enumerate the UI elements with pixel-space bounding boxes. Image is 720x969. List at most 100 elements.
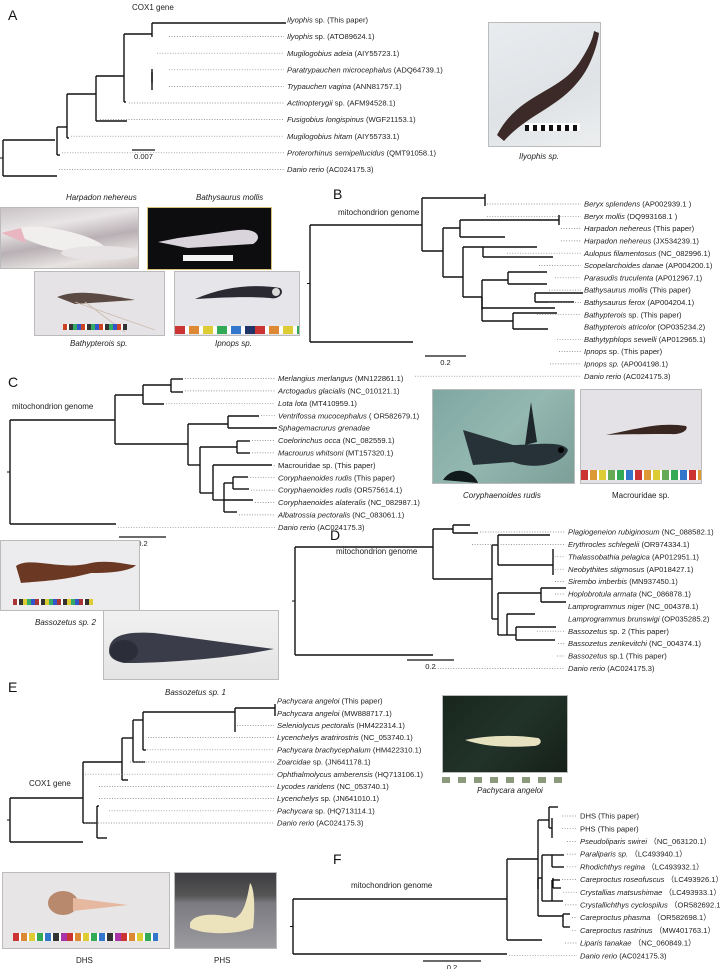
panel-label-f: F — [333, 851, 342, 867]
leaf-label: Harpadon nehereus (JX534239.1) — [584, 237, 699, 246]
leaf-label: Macrouridae sp. (This paper) — [278, 461, 376, 470]
leaf-label: Pachycara sp. (HQ713114.1) — [277, 806, 375, 815]
photo-ipnops — [174, 271, 300, 336]
tree-d-title: mitochondrion genome — [336, 547, 418, 556]
leaf-label: Trypauchen vagina (ANN81757.1) — [287, 82, 402, 91]
leaf-label: DHS (This paper) — [580, 812, 640, 821]
leaf-label: Bathypterois atricolor (OP035234.2) — [584, 323, 706, 332]
photo-harpadon — [0, 207, 139, 269]
caption-macrouridae: Macrouridae sp. — [612, 491, 670, 500]
leaf-label: Bassozetus sp.1 (This paper) — [568, 652, 667, 661]
leaf-label: Bathypterois sp. (This paper) — [584, 310, 682, 319]
leaf-label: Ventrifossa mucocephalus ( OR582679.1) — [278, 411, 420, 420]
leaf-label: Lota lota (MT410959.1) — [278, 399, 357, 408]
leaf-label: Liparis tanakae （NC_060849.1） — [580, 939, 696, 948]
leaf-label: Mugilogobius adeia (AIY55723.1) — [287, 49, 400, 58]
leaf-label: Lamprogrammus brunswigi (OP035285.2) — [568, 614, 710, 623]
leaf-label: Ilyophis sp. (ATO89624.1) — [287, 32, 375, 41]
scale-bar-label: 0.2 — [137, 539, 148, 548]
leaf-label: Lycenchelys aratrirostris (NC_053740.1) — [277, 733, 413, 742]
leaf-label: Careproctus phasma （OR582698.1） — [580, 913, 711, 922]
leaf-label: Ophthalmolycus amberensis (HQ713106.1) — [277, 770, 424, 779]
tree-e-title: COX1 gene — [29, 779, 71, 788]
leaf-label: Beryx splendens (AP002939.1 ) — [584, 200, 692, 209]
leaf-label: Ipnops sp. (This paper) — [584, 347, 663, 356]
leaf-label: Fusigobius longispinus (WGF21153.1) — [287, 115, 416, 124]
panel-label-b: B — [333, 186, 343, 202]
leaf-label: Pachycara brachycephalum (HM422310.1) — [277, 745, 422, 754]
leaf-label: Pseudoliparis swirei （NC_063120.1） — [580, 837, 711, 846]
caption-bathysaurus: Bathysaurus mollis — [196, 193, 264, 202]
leaf-label: Coelorinchus occa (NC_082559.1) — [278, 436, 395, 445]
photo-coryphaenoides — [432, 389, 575, 484]
leaf-label: Coryphaenoides alateralis (NC_082987.1) — [278, 498, 420, 507]
scale-bar-label: 0.2 — [447, 963, 458, 969]
caption-bathypterois: Bathypterois sp. — [70, 339, 128, 348]
leaf-label: Ilyophis sp. (This paper) — [287, 16, 369, 25]
leaf-label: Seleniolycus pectoralis (HM422314.1) — [277, 721, 405, 730]
tree-b: Beryx splendens (AP002939.1 ) Beryx molli… — [307, 194, 713, 381]
panel-label-d: D — [330, 527, 341, 543]
leaf-label: Sirembo imberbis (MN937450.1) — [568, 577, 678, 586]
leaf-label: Crystallichthys cyclospilus （OR582692.1） — [580, 901, 720, 910]
caption-phs: PHS — [214, 956, 231, 965]
leaf-label: Actinopterygii sp. (AFM94528.1) — [286, 99, 396, 108]
leaf-label: PHS (This paper) — [580, 824, 639, 833]
caption-dhs: DHS — [76, 956, 93, 965]
leaf-label: Aulopus filamentosus (NC_082996.1) — [583, 249, 711, 258]
leaf-label: Rhodichthys regina （LC493932.1） — [580, 862, 704, 871]
photo-bassozetus-2 — [0, 540, 140, 611]
scale-bar-label: 0.2 — [425, 662, 436, 671]
leaf-label: Paratrypauchen microcephalus (ADQ64739.1… — [287, 65, 443, 74]
photo-bathypterois — [34, 271, 165, 336]
leaf-label: Coryphaenoides rudis (OR575614.1) — [278, 486, 403, 495]
panel-label-c: C — [8, 374, 19, 390]
leaf-label: Coryphaenoides rudis (This paper) — [278, 473, 395, 482]
panel-label-e: E — [8, 679, 18, 695]
tree-f: DHS (This paper) PHS (This paper) Pseudoli… — [290, 806, 720, 969]
leaf-label: Danio rerio (AC024175.3) — [287, 165, 374, 174]
leaf-label: Bathysaurus ferox (AP004204.1) — [584, 298, 695, 307]
leaf-label: Danio rerio (AC024175.3) — [580, 951, 667, 960]
caption-bassozetus-1: Bassozetus sp. 1 — [165, 688, 226, 697]
leaf-label: Arctogadus glacialis (NC_010121.1) — [277, 387, 400, 396]
caption-pachycara: Pachycara angeloi — [477, 786, 543, 795]
photo-bassozetus-1 — [103, 610, 279, 680]
photo-phs — [174, 872, 277, 949]
leaf-label: Sphagemacrurus grenadae — [278, 424, 370, 433]
photo-bathysaurus — [147, 207, 272, 270]
tree-c-title: mitochondrion genome — [12, 402, 94, 411]
leaf-label: Beryx mollis (DQ993168.1 ) — [584, 212, 678, 221]
leaf-label: Proterorhinus semipellucidus (QMT91058.1… — [287, 148, 436, 157]
leaf-label: Paraliparis sp. （LC493940.1） — [580, 850, 687, 859]
leaf-label: Harpadon nehereus (This paper) — [584, 224, 695, 233]
photo-macrouridae — [580, 389, 702, 484]
leaf-label: Scopelarchoides danae (AP004200.1) — [584, 261, 713, 270]
leaf-label: Crystallias matsushimae （LC493933.1） — [580, 888, 720, 897]
leaf-label: Careproctus rastrinus （MW401763.1） — [580, 926, 715, 935]
leaf-label: Parasudis truculenta (AP012967.1) — [584, 273, 703, 282]
leaf-label: Albatrossia pectoralis (NC_083061.1) — [277, 511, 405, 520]
scale-bar-label: 0.2 — [440, 358, 451, 367]
scale-ruler — [442, 777, 566, 783]
leaf-label: Bathytyphlops sewelli (AP012965.1) — [584, 335, 706, 344]
leaf-label: Macrourus whitsoni (MT157320.1) — [278, 449, 394, 458]
caption-harpadon: Harpadon nehereus — [66, 193, 137, 202]
leaf-label: Hoplobrotula armata (NC_086878.1) — [568, 590, 691, 599]
leaf-label: Danio rerio (AC024175.3) — [584, 372, 671, 381]
leaf-label: Neobythites stigmosus (AP018427.1) — [568, 565, 694, 574]
leaf-label: Thalassobathia pelagica (AP012951.1) — [568, 552, 699, 561]
caption-ilyophis: Ilyophis sp. — [519, 152, 560, 161]
leaf-label: Erythrocles schlegelii (OR974334.1) — [568, 540, 690, 549]
tree-a: Ilyophis sp. (This paper) Ilyophis sp. (A… — [0, 16, 443, 177]
leaf-label: Danio rerio (AC024175.3) — [568, 664, 655, 673]
leaf-label: Ipnops sp. (AP004198.1) — [584, 360, 668, 369]
caption-ipnops: Ipnops sp. — [215, 339, 252, 348]
leaf-label: Mugilogobius hitam (AIY55733.1) — [287, 132, 400, 141]
tree-a-title: COX1 gene — [132, 3, 174, 12]
caption-bassozetus-2: Bassozetus sp. 2 — [35, 618, 96, 627]
leaf-label: Lamprogrammus niger (NC_004378.1) — [568, 602, 699, 611]
leaf-label: Careproctus roseofuscus （LC493926.1） — [580, 875, 720, 884]
tree-c: Merlangius merlangus (MN122861.1)Arctoga… — [7, 374, 420, 548]
leaf-label: Pachycara angeloi (MW888717.1) — [277, 709, 392, 718]
